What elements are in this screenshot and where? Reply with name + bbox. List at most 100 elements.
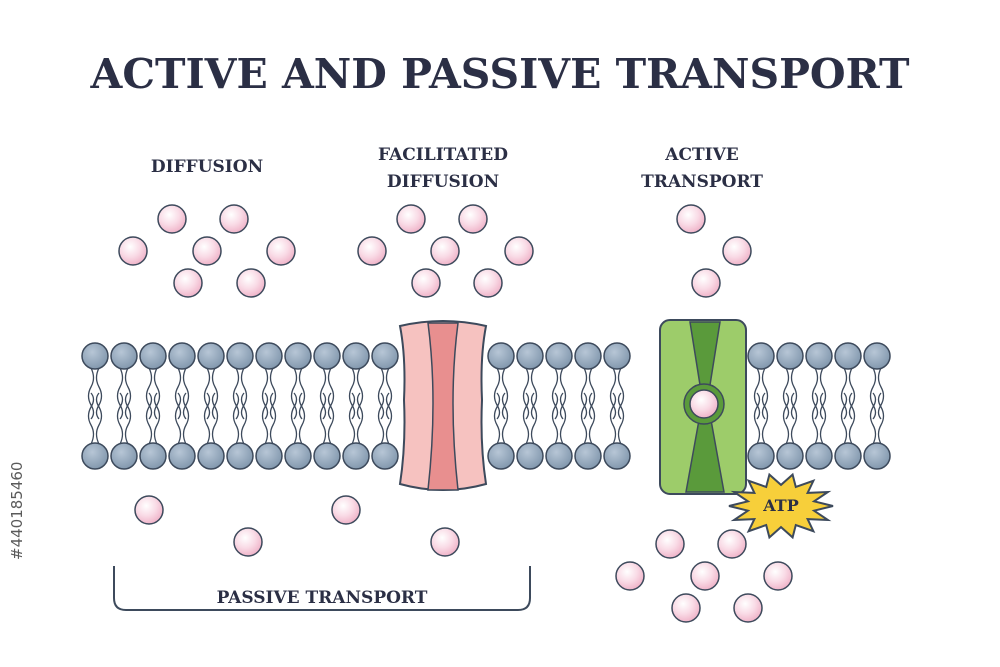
lipid-head	[255, 342, 283, 370]
lipid-tail	[811, 392, 819, 445]
lipid-head	[603, 342, 631, 370]
lipid-tail	[869, 392, 877, 445]
lipid-tail	[87, 367, 95, 420]
lipid-head	[226, 442, 254, 470]
lipid-tail	[493, 367, 501, 420]
lipid-tail	[240, 367, 248, 420]
solute-molecule-icon	[157, 204, 187, 234]
solute-molecule-icon	[357, 236, 387, 266]
label-active-line1: ACTIVE	[664, 145, 739, 165]
lipid-tail	[753, 367, 761, 420]
lipid-tail	[522, 392, 530, 445]
solute-molecule-icon	[219, 204, 249, 234]
solute-molecule-icon	[717, 529, 747, 559]
label-passive-transport: PASSIVE TRANSPORT	[217, 588, 428, 608]
lipid-head	[284, 342, 312, 370]
lipid-tail	[290, 392, 298, 445]
lipid-head	[110, 342, 138, 370]
lipid-tail	[240, 392, 248, 445]
solute-molecule-icon	[411, 268, 441, 298]
solute-molecule-icon	[458, 204, 488, 234]
lipid-tail	[174, 392, 182, 445]
lipid-tail	[211, 367, 219, 420]
lipid-tail	[501, 367, 509, 420]
lipid-tail	[145, 367, 153, 420]
lipid-head	[197, 442, 225, 470]
solute-molecule-icon	[430, 527, 460, 557]
lipid-head	[776, 342, 804, 370]
solute-molecule-icon	[430, 236, 460, 266]
lipid-tail	[761, 392, 769, 445]
lipid-bilayer	[81, 342, 891, 470]
lipid-tail	[377, 367, 385, 420]
lipid-head	[313, 442, 341, 470]
solute-molecule-icon	[173, 268, 203, 298]
lipid-tail	[298, 367, 306, 420]
atp-label: ATP	[762, 496, 798, 515]
lipid-tail	[385, 367, 393, 420]
page-title: ACTIVE AND PASSIVE TRANSPORT	[90, 50, 910, 98]
channel-protein-icon	[398, 320, 488, 491]
lipid-head	[603, 442, 631, 470]
lipid-tail	[559, 367, 567, 420]
lipid-tail	[790, 367, 798, 420]
lipid-head	[371, 342, 399, 370]
lipid-head	[574, 342, 602, 370]
lipid-head	[574, 442, 602, 470]
solute-molecule-icon	[233, 527, 263, 557]
lipid-head	[863, 442, 891, 470]
lipid-tail	[348, 367, 356, 420]
lipid-tail	[848, 392, 856, 445]
lipid-tail	[327, 392, 335, 445]
lipid-tail	[790, 392, 798, 445]
lipid-tail	[580, 367, 588, 420]
lipid-tail	[182, 367, 190, 420]
solute-molecule-icon	[118, 236, 148, 266]
lipid-tail	[782, 392, 790, 445]
lipid-tail	[559, 392, 567, 445]
lipid-tail	[782, 367, 790, 420]
solute-molecule-icon	[134, 495, 164, 525]
solute-molecule-icon	[671, 593, 701, 623]
lipid-head	[487, 442, 515, 470]
lipid-head	[776, 442, 804, 470]
lipid-tail	[356, 367, 364, 420]
lipid-head	[81, 442, 109, 470]
lipid-tail	[811, 367, 819, 420]
lipid-tail	[95, 392, 103, 445]
lipid-tail	[819, 392, 827, 445]
lipid-head	[834, 442, 862, 470]
lipid-head	[342, 342, 370, 370]
lipid-tail	[551, 367, 559, 420]
lipid-tail	[269, 392, 277, 445]
lipid-tail	[232, 367, 240, 420]
lipid-tail	[116, 367, 124, 420]
lipid-tail	[124, 367, 132, 420]
lipid-tail	[261, 367, 269, 420]
lipid-tail	[203, 367, 211, 420]
lipid-tail	[348, 392, 356, 445]
lipid-tail	[211, 392, 219, 445]
lipid-head	[313, 342, 341, 370]
lipid-head	[255, 442, 283, 470]
solute-molecule-icon	[192, 236, 222, 266]
solute-molecule-icon	[266, 236, 296, 266]
lipid-tail	[617, 392, 625, 445]
solute-molecule-icon	[763, 561, 793, 591]
lipid-tail	[298, 392, 306, 445]
lipid-tail	[609, 392, 617, 445]
lipid-tail	[327, 367, 335, 420]
solute-molecule-icon	[691, 268, 721, 298]
lipid-tail	[95, 367, 103, 420]
lipid-tail	[153, 367, 161, 420]
lipid-tail	[877, 367, 885, 420]
lipid-tail	[385, 392, 393, 445]
solute-molecule-icon	[733, 593, 763, 623]
lipid-head	[226, 342, 254, 370]
lipid-tail	[116, 392, 124, 445]
lipid-tail	[840, 367, 848, 420]
stock-id-watermark: #440185460	[8, 430, 28, 590]
lipid-tail	[145, 392, 153, 445]
lipid-tail	[840, 392, 848, 445]
